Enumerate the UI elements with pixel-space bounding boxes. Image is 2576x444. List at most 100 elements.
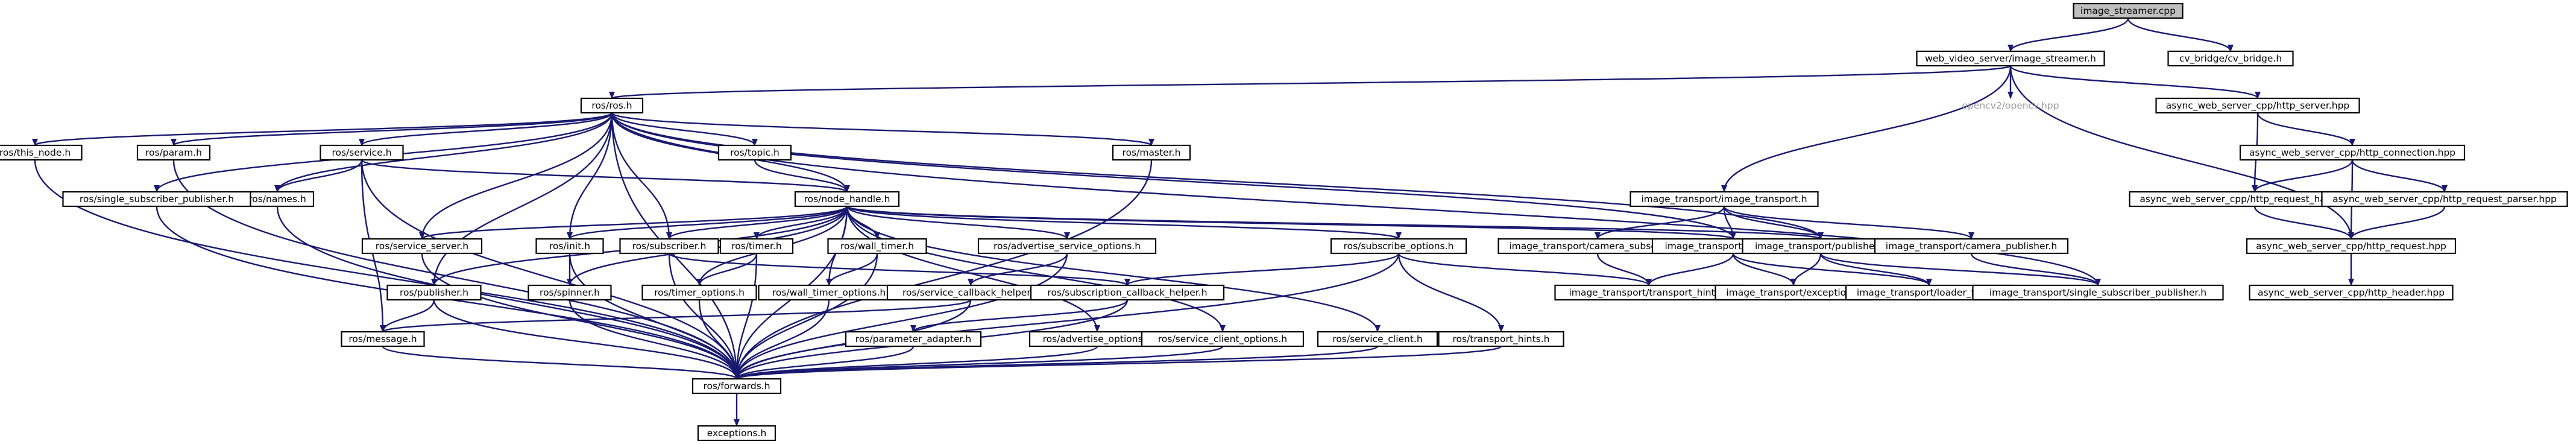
node-box-https <box>2155 97 2360 114</box>
node-label-rsub: ros/subscriber.h <box>632 241 707 252</box>
node-servsrv[interactable]: ros/service_server.h <box>361 238 483 255</box>
node-padapter[interactable]: ros/parameter_adapter.h <box>845 331 982 347</box>
node-nh[interactable]: ros/node_handle.h <box>794 191 900 208</box>
node-httpreq[interactable]: async_web_server_cpp/http_request.hpp <box>2246 238 2457 255</box>
node-label-hints: image_transport/transport_hints.h <box>1569 287 1728 299</box>
node-init[interactable]: ros/init.h <box>535 238 604 255</box>
node-sopt[interactable]: ros/subscribe_options.h <box>1330 238 1467 255</box>
node-ssp[interactable]: ros/single_subscriber_publisher.h <box>62 191 251 208</box>
node-box-httpreq <box>2246 238 2457 255</box>
node-rosh[interactable]: ros/ros.h <box>580 97 644 114</box>
node-box-ssp <box>62 191 251 208</box>
node-label-opencv: opencv2/opencv.hpp <box>1962 100 2059 111</box>
node-walltimer[interactable]: ros/wall_timer.h <box>827 238 927 255</box>
edge-timeropt-to-forwards <box>698 299 740 379</box>
edge-rpub-to-forwards <box>433 299 740 379</box>
node-box-sco <box>1141 331 1305 347</box>
node-box-names <box>240 191 315 208</box>
edge-topic-to-nh <box>754 159 850 192</box>
node-label-aso: ros/advertise_service_options.h <box>994 241 1141 252</box>
node-label-reqparser: async_web_server_cpp/http_request_parser… <box>2332 194 2557 205</box>
node-box-topic <box>717 144 792 161</box>
node-box-forwards <box>691 378 782 395</box>
edge-sch-to-message <box>380 299 972 333</box>
node-thisnode[interactable]: ros/this_node.h <box>0 144 83 161</box>
node-itssp[interactable]: image_transport/single_subscriber_publis… <box>1972 284 2224 301</box>
node-forwards[interactable]: ros/forwards.h <box>691 378 782 395</box>
node-label-https: async_web_server_cpp/http_server.hpp <box>2166 100 2350 112</box>
node-https[interactable]: async_web_server_cpp/http_server.hpp <box>2155 97 2360 114</box>
node-topic[interactable]: ros/topic.h <box>717 144 792 161</box>
edge-wvs-to-itit <box>1721 65 2012 192</box>
node-label-sch: ros/service_callback_helper.h <box>902 287 1039 299</box>
node-box-param <box>136 144 211 161</box>
node-label-itit: image_transport/image_transport.h <box>1641 194 1807 205</box>
node-sch[interactable]: ros/service_callback_helper.h <box>886 284 1055 301</box>
node-campub[interactable]: image_transport/camera_publisher.h <box>1874 238 2069 255</box>
node-root[interactable]: image_streamer.cpp <box>2073 2 2184 19</box>
edge-subch-to-padapter <box>910 299 1129 332</box>
node-service[interactable]: ros/service.h <box>320 144 404 161</box>
node-label-camsub: image_transport/camera_subscriber.h <box>1509 241 1686 252</box>
node-reqparser[interactable]: async_web_server_cpp/http_request_parser… <box>2321 191 2568 208</box>
edge-rosh-to-names <box>274 112 613 192</box>
node-subch[interactable]: ros/subscription_callback_helper.h <box>1030 284 1225 301</box>
edge-https-to-httpconn <box>2256 112 2355 146</box>
node-httphdr[interactable]: async_web_server_cpp/http_header.hpp <box>2249 284 2454 301</box>
edge-rosh-to-service <box>359 112 613 147</box>
edge-nh-to-rsub <box>666 206 848 239</box>
edge-rosh-to-init <box>567 112 613 239</box>
node-names[interactable]: ros/names.h <box>240 191 315 208</box>
node-box-nh <box>794 191 900 208</box>
edge-wvs-to-https <box>2009 65 2261 100</box>
node-label-sco: ros/service_client_options.h <box>1158 334 1287 345</box>
node-wvs[interactable]: web_video_server/image_streamer.h <box>1916 50 2105 67</box>
node-exceptions[interactable]: exceptions.h <box>697 425 776 442</box>
node-box-timer <box>719 238 794 255</box>
node-box-campub <box>1874 238 2069 255</box>
node-sco[interactable]: ros/service_client_options.h <box>1141 331 1305 347</box>
node-aso[interactable]: ros/advertise_service_options.h <box>977 238 1157 255</box>
node-box-reqparser <box>2321 191 2568 208</box>
node-param[interactable]: ros/param.h <box>136 144 211 161</box>
edge-timer-to-timeropt <box>696 253 758 286</box>
node-box-master <box>1112 144 1191 161</box>
edge-itsub-to-hints <box>1646 253 1734 286</box>
edge-names-to-forwards <box>276 206 740 379</box>
edge-root-to-cvb <box>2127 17 2234 52</box>
node-itit[interactable]: image_transport/image_transport.h <box>1630 191 1819 208</box>
edge-httpconn-to-reqhandler <box>2252 159 2354 192</box>
node-itpub[interactable]: image_transport/publisher.h <box>1742 238 1900 255</box>
node-master[interactable]: ros/master.h <box>1112 144 1191 161</box>
node-timeropt[interactable]: ros/timer_options.h <box>641 284 757 301</box>
node-label-names: ros/names.h <box>248 194 306 205</box>
node-thints[interactable]: ros/transport_hints.h <box>1438 331 1564 347</box>
node-spinner[interactable]: ros/spinner.h <box>527 284 612 301</box>
node-box-cvb <box>2167 50 2294 67</box>
node-label-forwards: ros/forwards.h <box>703 381 770 392</box>
edge-rosh-to-itssp <box>611 112 2101 286</box>
node-box-service <box>320 144 404 161</box>
node-httpconn[interactable]: async_web_server_cpp/http_connection.hpp <box>2239 144 2466 161</box>
node-box-spinner <box>527 284 612 301</box>
node-rpub[interactable]: ros/publisher.h <box>386 284 482 301</box>
edge-wvs-to-rosh <box>609 65 2012 100</box>
node-label-timeropt: ros/timer_options.h <box>654 287 745 299</box>
node-label-exceptions: exceptions.h <box>707 428 767 439</box>
node-box-message <box>341 331 425 347</box>
node-cvb[interactable]: cv_bridge/cv_bridge.h <box>2167 50 2294 67</box>
node-wallopt[interactable]: ros/wall_timer_options.h <box>758 284 900 301</box>
node-hints[interactable]: image_transport/transport_hints.h <box>1554 284 1743 301</box>
dependency-edges <box>32 17 2448 427</box>
node-message[interactable]: ros/message.h <box>341 331 425 347</box>
node-box-httpconn <box>2239 144 2466 161</box>
edge-rosh-to-thisnode <box>32 112 613 147</box>
node-rsub[interactable]: ros/subscriber.h <box>619 238 719 255</box>
node-label-reqhandler: async_web_server_cpp/http_request_handle… <box>2140 194 2369 205</box>
node-timer[interactable]: ros/timer.h <box>719 238 794 255</box>
edge-nh-to-timer <box>754 206 848 239</box>
edge-padapter-to-forwards <box>734 346 915 379</box>
edge-message-to-forwards <box>382 345 740 380</box>
node-sclient[interactable]: ros/service_client.h <box>1317 331 1438 347</box>
